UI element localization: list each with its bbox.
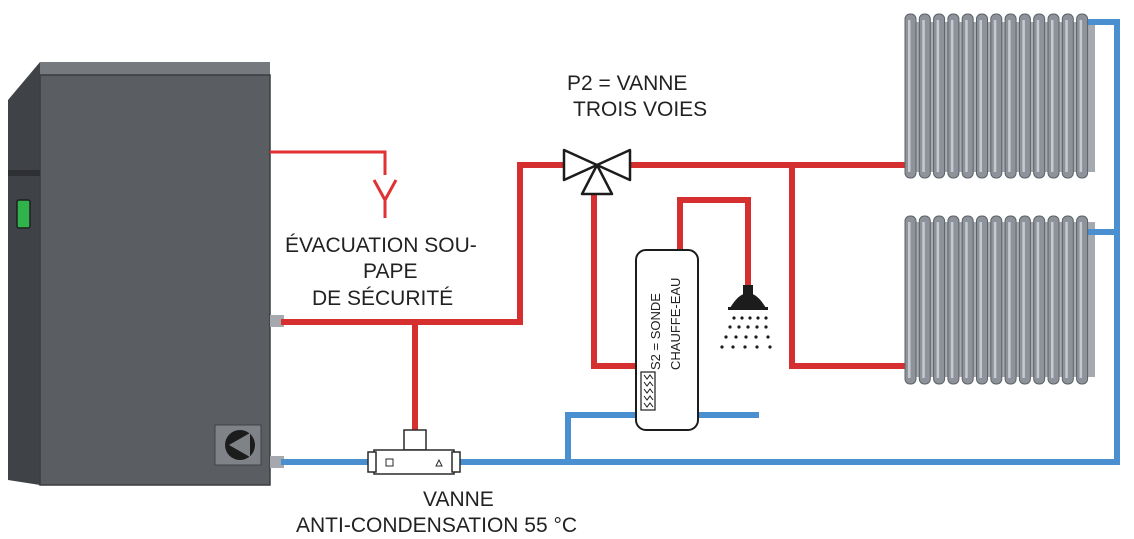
boiler-indicator-light: [16, 199, 31, 229]
radiator-fin-highlight: [979, 222, 982, 378]
radiator-fin-highlight: [908, 20, 911, 172]
radiator-fin-highlight: [1065, 20, 1068, 172]
three-way-valve-label-line1: P2 = VANNE: [567, 72, 688, 95]
radiator-fin-highlight: [993, 20, 997, 172]
radiator-fin-highlight: [965, 222, 968, 378]
radiator-fin-highlight: [936, 222, 940, 378]
radiator-fin-highlight: [1022, 222, 1025, 378]
radiator-fin-highlight: [1079, 20, 1083, 172]
radiator-fin-highlight: [993, 222, 997, 378]
radiator-fin-highlight: [1036, 222, 1040, 378]
radiator-fin-highlight: [1065, 222, 1068, 378]
hot-supply-pipes: [281, 162, 911, 431]
radiator-upper: [904, 13, 1089, 179]
radiator-fin-highlight: [950, 222, 954, 378]
boiler: [8, 62, 284, 486]
anti-condensation-valve: [367, 429, 461, 475]
radiator-fin-highlight: [1051, 222, 1054, 378]
radiator-fin-highlight: [965, 20, 968, 172]
tank-name-label: CHAUFFE-EAU: [668, 277, 683, 370]
anti-condensation-label-line1: VANNE: [423, 488, 494, 511]
radiator-fin-highlight: [1051, 20, 1054, 172]
shower-head-icon: [720, 285, 772, 349]
sensor-icon: [640, 371, 656, 411]
three-way-valve: [562, 148, 632, 196]
radiator-fin-highlight: [922, 222, 925, 378]
radiator-lower: [904, 215, 1089, 385]
relief-valve-label-line1: ÉVACUATION SOU-: [285, 234, 477, 257]
anti-condensation-label-line2: ANTI-CONDENSATION 55 °C: [296, 514, 578, 537]
radiator-fin-highlight: [950, 20, 954, 172]
radiator-fin-highlight: [1008, 222, 1011, 378]
radiator-fin-highlight: [979, 20, 982, 172]
radiator-fin-highlight: [1036, 20, 1040, 172]
radiator-fin-highlight: [922, 20, 925, 172]
relief-valve-label-line2: PAPE: [363, 260, 418, 283]
radiator-fin-highlight: [936, 20, 940, 172]
water-heater-tank: [635, 249, 699, 431]
three-way-valve-label-line2: TROIS VOIES: [573, 98, 708, 121]
radiator-fin-highlight: [908, 222, 911, 378]
radiator-fin-highlight: [1079, 222, 1083, 378]
pump-icon: [214, 424, 262, 466]
relief-valve-label-line3: DE SÉCURITÉ: [312, 287, 454, 310]
tank-sensor-label: S2 = SONDE: [648, 293, 663, 370]
radiator-fin-highlight: [1022, 20, 1025, 172]
relief-valve-outlet: [270, 150, 398, 218]
radiator-fin-highlight: [1008, 20, 1011, 172]
